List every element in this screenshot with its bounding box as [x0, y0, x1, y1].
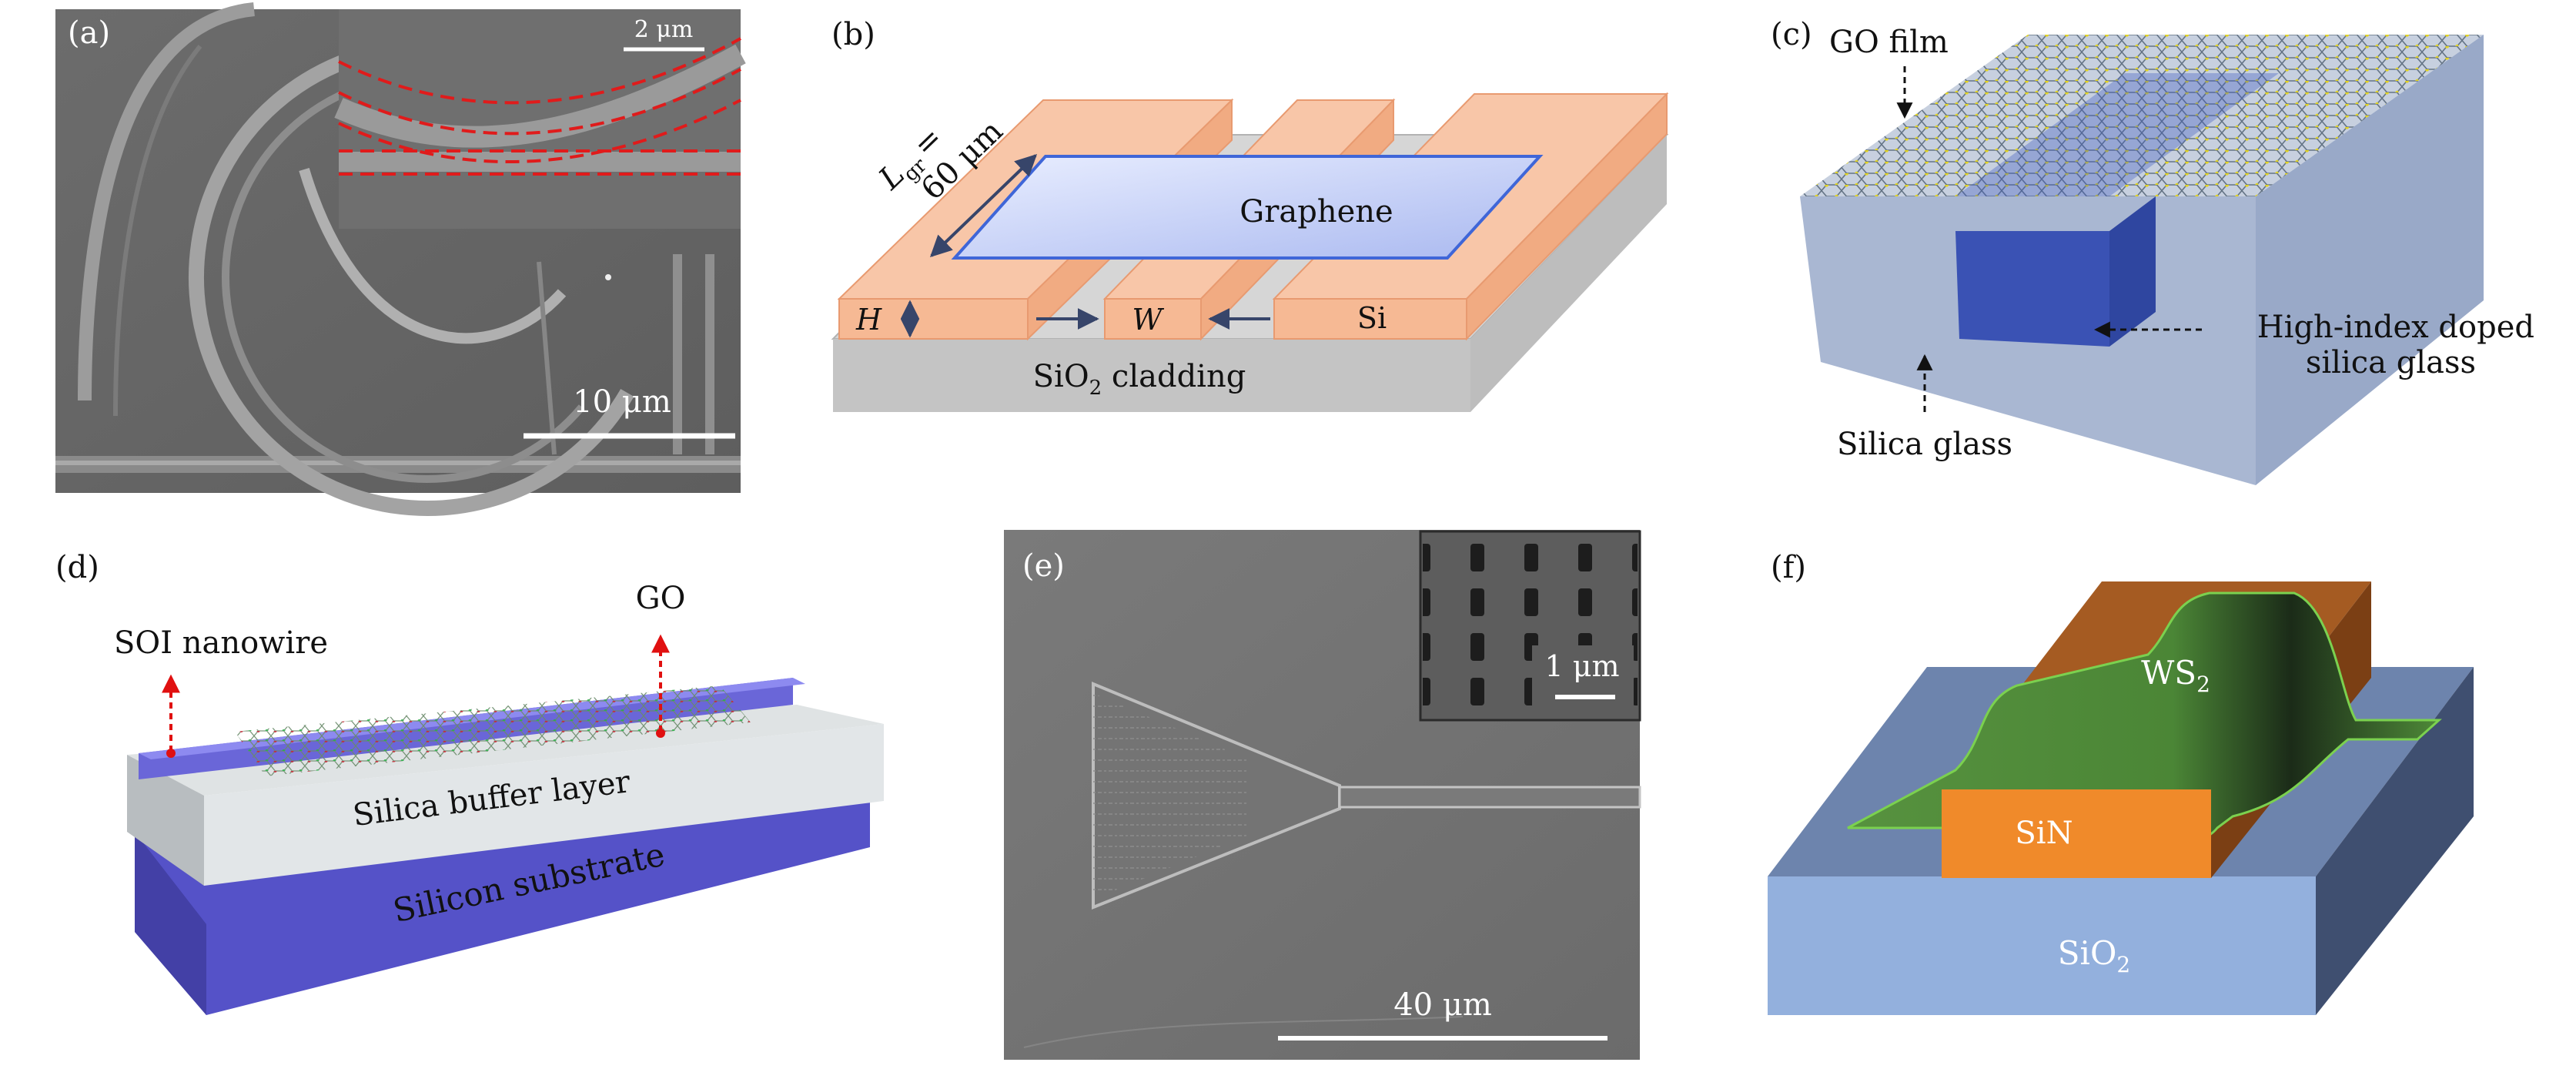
panel-a: 2 μm (a) 10 μm — [55, 2, 746, 516]
panel-f-sin-label: SiN — [2015, 816, 2073, 851]
panel-b-cladding-label: SiO2 cladding — [1033, 359, 1246, 400]
panel-b-cladding-side — [1470, 135, 1667, 412]
panel-a-inset-dashes — [338, 37, 741, 105]
panel-e-waveguide — [1338, 786, 1641, 809]
panel-c-go-film-label: GO film — [1829, 25, 1949, 60]
panel-f-sio2-front — [1768, 876, 2316, 1015]
panel-a-label: (a) — [68, 15, 110, 51]
panel-e-label: (e) — [1022, 548, 1065, 584]
panel-c: (c) GO film High-index doped silica glas… — [1771, 17, 2534, 485]
panel-b-length-arrow — [929, 154, 1038, 257]
panel-a-outer-ring — [78, 2, 255, 401]
panel-c-high-index-label-2: silica glass — [2306, 345, 2476, 380]
panel-d-go-sheet — [235, 685, 751, 776]
panel-f-label: (f) — [1771, 550, 1806, 585]
panel-d-soi-label: SOI nanowire — [114, 625, 328, 661]
panel-f: (f) SiO2 SiN WS2 — [1768, 550, 2474, 1015]
panel-b: (b) Graphene Lgr= 60 μm H — [831, 17, 1669, 412]
panel-f-sin-front — [1942, 789, 2211, 878]
panel-b-graphene-label: Graphene — [1239, 194, 1393, 230]
panel-d: (d) Silica buffer layer Silicon substrat… — [55, 550, 884, 1015]
panel-a-inset-scale-label: 2 μm — [634, 16, 694, 43]
panel-c-label: (c) — [1771, 17, 1812, 52]
panel-e-scale-label: 40 μm — [1393, 987, 1492, 1023]
panel-d-label: (d) — [55, 550, 99, 585]
panel-b-cladding-front — [833, 339, 1470, 412]
panel-f-sio2-label: SiO2 — [2058, 934, 2130, 977]
panel-a-scale-label: 10 μm — [573, 384, 671, 420]
panel-c-side-face — [2256, 35, 2484, 485]
panel-b-label: (b) — [831, 17, 875, 52]
panel-f-ws2-label: WS2 — [2141, 654, 2210, 697]
panel-d-go-label: GO — [636, 581, 686, 616]
panel-e-inset-scale-label: 1 μm — [1545, 649, 1620, 683]
panel-c-silica-glass-label: Silica glass — [1837, 427, 2012, 462]
panel-c-doped-core — [1955, 231, 2109, 347]
panel-c-high-index-label-1: High-index doped — [2257, 310, 2534, 345]
panel-e: 1 μm (e) 40 μm — [1004, 530, 1641, 1060]
panel-b-height-label: H — [855, 303, 882, 337]
panel-b-width-label: W — [1132, 303, 1164, 337]
panel-f-sio2-side — [2316, 667, 2474, 1015]
panel-c-go-film — [1800, 35, 2484, 196]
panel-d-buffer-front — [204, 724, 884, 886]
panel-b-si-label: Si — [1357, 301, 1387, 335]
